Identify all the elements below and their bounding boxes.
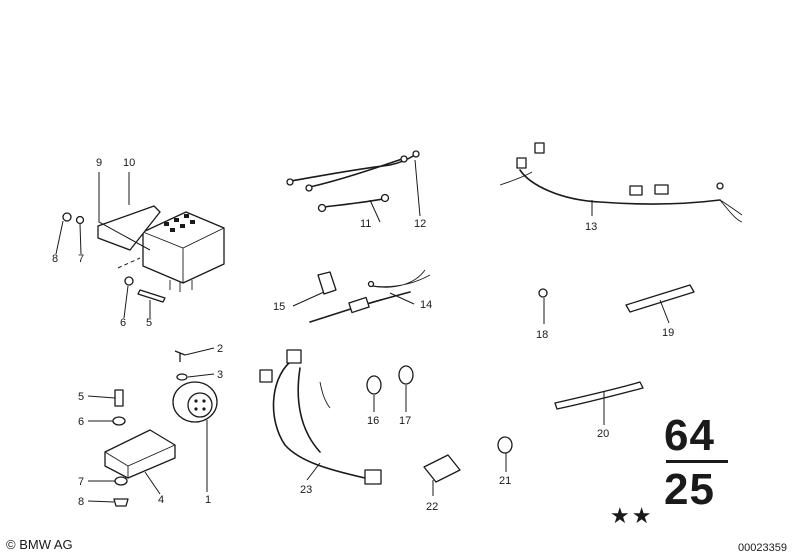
connector-15 — [317, 271, 337, 295]
callout-15: 15 — [273, 301, 285, 313]
plug-22 — [423, 454, 461, 483]
callout-3: 3 — [217, 369, 223, 381]
wiring-harness-23 — [259, 349, 382, 485]
copyright-text: © BMW AG — [6, 537, 73, 552]
callout-19: 19 — [662, 327, 674, 339]
group-number-main: 64 — [664, 411, 715, 460]
control-unit-4 — [104, 429, 176, 479]
washer-6 — [124, 276, 134, 286]
callout-12: 12 — [414, 218, 426, 230]
nut-8b — [113, 498, 129, 507]
cable-14 — [309, 269, 431, 323]
callout-16: 16 — [367, 415, 379, 427]
callout-6-lower: 6 — [78, 416, 84, 428]
callout-22: 22 — [426, 501, 438, 513]
cable-tie-20 — [554, 381, 644, 410]
callout-5-upper: 5 — [146, 317, 152, 329]
callout-14: 14 — [420, 299, 432, 311]
callout-23: 23 — [300, 484, 312, 496]
screw-2 — [174, 350, 186, 362]
wire-11 — [323, 198, 384, 208]
nut-8 — [62, 212, 72, 222]
diagram-reference-number: 00023359 — [738, 542, 787, 554]
callout-20: 20 — [597, 428, 609, 440]
washer-3 — [176, 373, 188, 381]
group-divider — [666, 460, 728, 463]
wire-12 — [290, 154, 416, 182]
screw-5b — [114, 389, 124, 407]
callout-21: 21 — [499, 475, 511, 487]
leader-lines — [55, 159, 670, 503]
callout-5-lower: 5 — [78, 391, 84, 403]
callout-17: 17 — [399, 415, 411, 427]
wire-set-11-12 — [286, 150, 420, 213]
callout-4: 4 — [158, 494, 164, 506]
callout-18: 18 — [536, 329, 548, 341]
rating-stars: ★★ — [610, 503, 654, 528]
callout-11: 11 — [360, 218, 371, 230]
relay-assembly — [62, 205, 225, 303]
callout-1: 1 — [205, 494, 211, 506]
callout-7-lower: 7 — [78, 476, 84, 488]
wiring-harness-13 — [499, 142, 743, 223]
lower-left-parts — [104, 350, 218, 507]
grommet-17 — [398, 365, 414, 385]
callout-labels: 1 2 3 4 5 5 6 6 7 7 8 8 9 10 11 12 13 14… — [52, 157, 674, 513]
washer-7b — [114, 476, 128, 486]
callout-13: 13 — [585, 221, 597, 233]
grommet-21 — [497, 436, 513, 454]
callout-9: 9 — [96, 157, 102, 169]
washer-6b — [112, 416, 126, 426]
group-number-sub: 25 — [664, 465, 715, 514]
washer-7 — [75, 215, 85, 225]
callout-8-upper: 8 — [52, 253, 58, 265]
callout-7-upper: 7 — [78, 253, 84, 265]
callout-2: 2 — [217, 343, 223, 355]
grommet-16 — [366, 375, 382, 395]
callout-8-lower: 8 — [78, 496, 84, 508]
relay-bracket — [97, 205, 161, 251]
screw-5 — [137, 289, 166, 303]
strip-19 — [625, 284, 695, 313]
callout-10: 10 — [123, 157, 135, 169]
clip-18 — [538, 288, 548, 298]
callout-6-upper: 6 — [120, 317, 126, 329]
